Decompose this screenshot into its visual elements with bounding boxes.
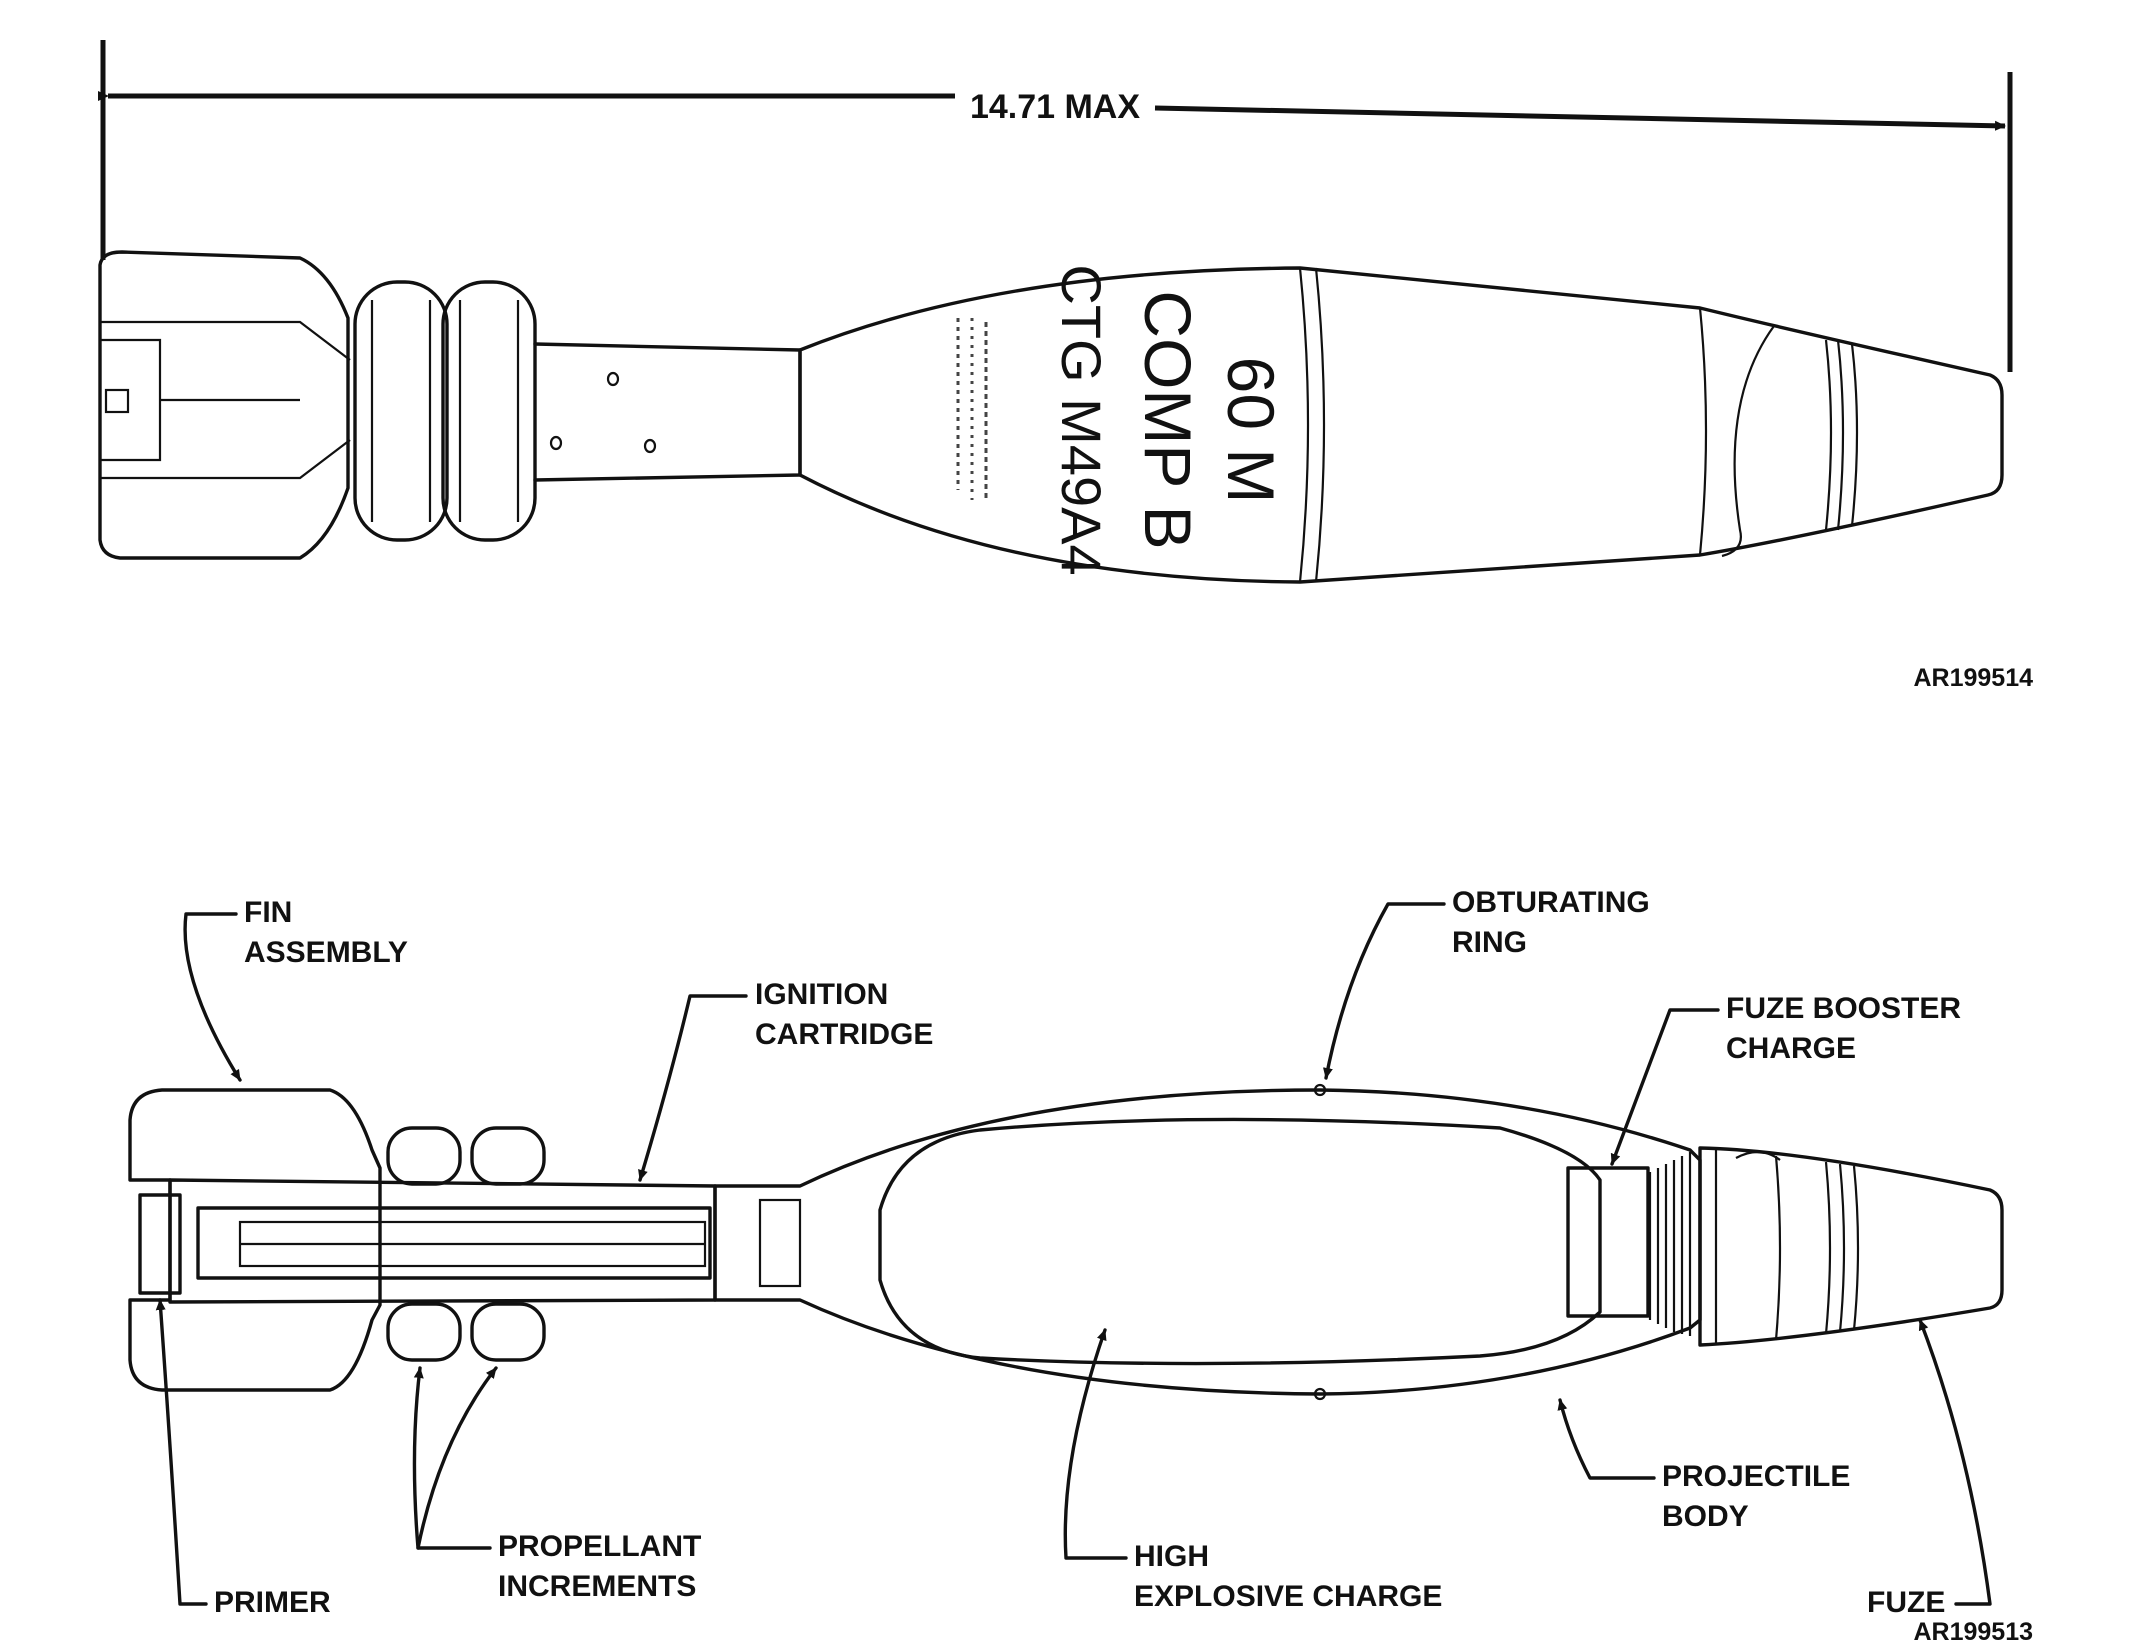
fuze-band xyxy=(1824,339,1833,531)
safety-wire xyxy=(1721,325,1775,558)
label-projectile-body: PROJECTILE BODY xyxy=(1662,1460,1859,1533)
exterior-view: 14.71 MAX 60 M COMP B CTG M49A4 xyxy=(98,40,2033,692)
boom-vent xyxy=(643,438,657,454)
label-primer: PRIMER xyxy=(214,1586,331,1619)
label-fin-assembly: FIN ASSEMBLY xyxy=(244,896,408,969)
fin-edge xyxy=(100,320,351,361)
leader-obturating-ring xyxy=(1322,902,1446,1080)
dimension-line-right xyxy=(1154,105,2006,131)
high-explosive-charge xyxy=(878,1117,1602,1366)
propellant-increment xyxy=(470,1126,546,1186)
obturating-ring xyxy=(1313,1387,1327,1401)
figure-id-bottom: AR199513 xyxy=(1913,1618,2033,1646)
fuze-band xyxy=(1836,339,1845,531)
fuze-band xyxy=(1824,1161,1832,1335)
label-obturating-ring: OBTURATING RING xyxy=(1452,886,1658,959)
boom-vent xyxy=(549,435,563,451)
fuze-band xyxy=(1838,1163,1846,1333)
leader-fuze-booster-charge xyxy=(1610,1008,1720,1166)
ignition-cartridge-cavity xyxy=(196,1206,712,1280)
boom-vent xyxy=(606,371,620,387)
fuze-booster-charge xyxy=(1566,1166,1650,1318)
propellant-increment xyxy=(441,280,537,542)
fuze-band xyxy=(1774,1155,1782,1341)
marking-caliber: 60 M xyxy=(1214,357,1288,504)
obturating-ring xyxy=(1313,1083,1327,1097)
label-propellant-increments: PROPELLANT INCREMENTS xyxy=(498,1530,710,1603)
projectile-body xyxy=(798,266,2004,584)
leader-fin-assembly xyxy=(183,912,242,1082)
fuze-band xyxy=(1852,1165,1860,1331)
fin-assembly xyxy=(128,1088,382,1392)
fuze-joint xyxy=(1698,307,1708,556)
leader-fuze xyxy=(1918,1318,1992,1606)
figure-id-top: AR199514 xyxy=(1913,664,2033,692)
cutaway-view: FIN ASSEMBLY IGNITION CARTRIDGE OBTURATI… xyxy=(128,886,2033,1646)
propellant-increment xyxy=(470,1302,546,1362)
fin-assembly xyxy=(98,250,350,560)
tail-boom xyxy=(533,342,802,482)
propellant-increment xyxy=(386,1126,462,1186)
leader-propellant-increments xyxy=(412,1366,492,1550)
leader-propellant-increments xyxy=(416,1366,498,1550)
base-plug xyxy=(758,1198,802,1288)
lot-number-markings xyxy=(956,318,988,500)
primer xyxy=(138,1193,182,1295)
tail-boom xyxy=(168,1178,717,1304)
leader-primer xyxy=(155,1298,208,1606)
label-ignition-cartridge: IGNITION CARTRIDGE xyxy=(755,978,933,1051)
label-fuze: FUZE xyxy=(1867,1586,1945,1619)
fuze xyxy=(1698,1146,2004,1347)
leader-ignition-cartridge xyxy=(638,994,748,1182)
obturating-ring-line xyxy=(1314,267,1326,583)
label-high-explosive-charge: HIGH EXPLOSIVE CHARGE xyxy=(1134,1540,1442,1613)
label-fuze-booster-charge: FUZE BOOSTER CHARGE xyxy=(1726,992,1969,1065)
marking-cartridge: CTG M49A4 xyxy=(1050,264,1113,575)
fin-notch xyxy=(104,388,130,414)
projectile-body xyxy=(713,1088,1702,1396)
marking-filler: COMP B xyxy=(1131,290,1205,549)
fin-slot xyxy=(100,338,162,462)
leader-projectile-body xyxy=(1557,1398,1656,1480)
fin-edge xyxy=(100,439,351,480)
fuze-band xyxy=(1850,343,1859,527)
propellant-increment xyxy=(353,280,449,542)
overall-length-label: 14.71 MAX xyxy=(970,88,1140,126)
propellant-increment xyxy=(386,1302,462,1362)
safety-wire xyxy=(1735,1150,1781,1161)
obturating-ring-line xyxy=(1298,267,1310,583)
fuze-threads xyxy=(1648,1152,1692,1336)
leader-high-explosive-charge xyxy=(1063,1328,1128,1560)
